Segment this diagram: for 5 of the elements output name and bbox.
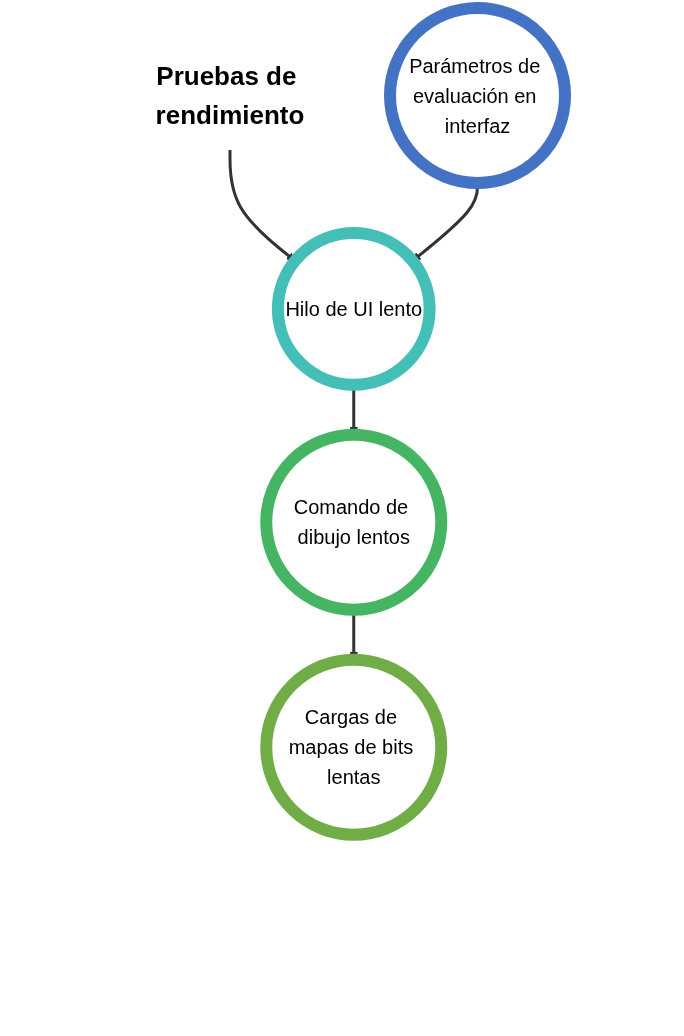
node-text: Pruebas de rendimiento bbox=[155, 60, 304, 130]
node-circle: Parámetros de evaluación en interfaz bbox=[383, 2, 571, 189]
node-circle: Cargas de mapas de bits lentas bbox=[259, 653, 447, 841]
node-circle: Hilo de UI lento bbox=[271, 227, 436, 391]
node-circle: Comando de dibujo lentos bbox=[259, 428, 447, 616]
